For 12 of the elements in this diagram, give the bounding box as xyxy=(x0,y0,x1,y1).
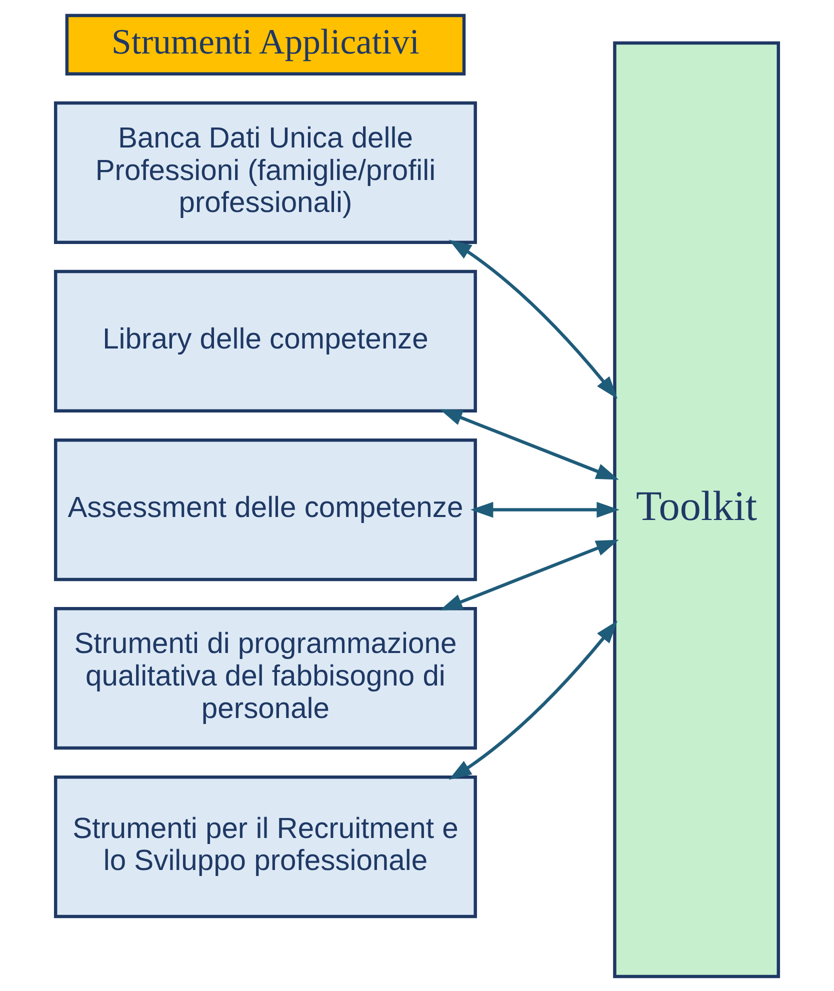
node-box: Strumenti per il Recruitment e lo Sviluppo professionale xyxy=(54,775,477,918)
node-box: Strumenti di programmazione qualitativa del fabbisogno di personale xyxy=(54,606,477,750)
arrow xyxy=(440,539,619,610)
node-box: Strumenti Applicativi xyxy=(65,13,466,75)
node-box: Toolkit xyxy=(613,40,780,978)
arrow xyxy=(448,620,618,780)
arrow xyxy=(470,501,620,518)
arrow xyxy=(448,239,618,398)
node-box: Banca Dati Unica delle Professioni (famiglie/profili professionali) xyxy=(54,100,477,244)
node-box: Assessment delle competenze xyxy=(54,438,477,581)
node-box: Library delle competenze xyxy=(54,269,477,412)
arrow xyxy=(440,408,619,480)
